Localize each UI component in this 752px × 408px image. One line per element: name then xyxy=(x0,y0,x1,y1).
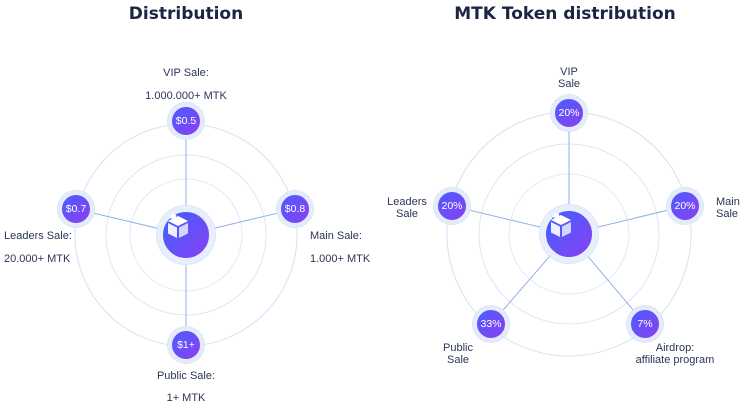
vip-sale-share-label: VIP Sale xyxy=(557,66,581,90)
airdrop-share-node: 7% xyxy=(627,306,663,342)
vip-sale-node: $0.5 xyxy=(168,103,204,139)
distribution-hub xyxy=(157,206,215,264)
main-sale-label: Main Sale: 1.000+ MTK xyxy=(310,230,371,265)
mtk-cube-logo-icon xyxy=(168,213,188,238)
leaders-sale-node: $0.7 xyxy=(58,191,94,227)
vip-sale-share-node: 20% xyxy=(551,95,587,131)
airdrop-share-label: Airdrop: affiliate program xyxy=(635,342,715,366)
token-distribution-title: MTK Token distribution xyxy=(454,4,676,24)
public-sale-node: $1+ xyxy=(168,327,204,363)
mtk-cube-logo-icon xyxy=(551,212,571,237)
leaders-sale-label: Leaders Sale: 20.000+ MTK xyxy=(4,230,72,265)
main-sale-share-node: 20% xyxy=(667,188,703,224)
main-sale-node: $0.8 xyxy=(277,191,313,227)
leaders-sale-share-label: Leaders Sale xyxy=(387,196,427,220)
vip-sale-label: VIP Sale: 1.000.000+ MTK xyxy=(145,67,227,102)
distribution-title: Distribution xyxy=(128,4,244,24)
main-sale-share-label: Main Sale xyxy=(716,196,740,220)
leaders-sale-share-node: 20% xyxy=(434,188,470,224)
public-sale-share-label: Public Sale xyxy=(443,342,473,366)
token-distribution-hub xyxy=(540,205,598,263)
public-sale-share-node: 33% xyxy=(473,306,509,342)
public-sale-label: Public Sale: 1+ MTK xyxy=(156,370,216,404)
distribution-diagram: $0.5 $0.8 $1+ $0.7 VIP Sale: 1.000.000+ … xyxy=(4,67,371,404)
token-distribution-diagram: 20% 20% 7% 33% 20% VIP Sale Main Sale Ai… xyxy=(376,0,752,408)
